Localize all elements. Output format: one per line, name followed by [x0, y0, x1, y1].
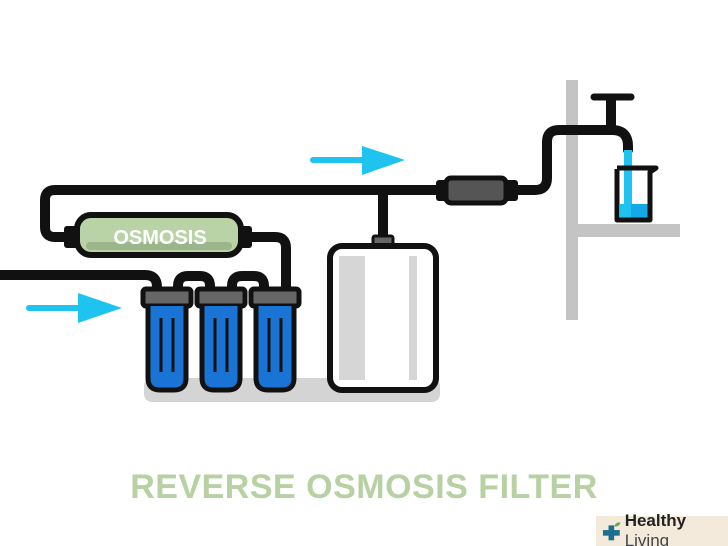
- glass: [614, 165, 659, 223]
- pipes: [0, 93, 635, 297]
- membrane-label: OSMOSIS: [113, 227, 206, 249]
- logo-brand-light: Living: [624, 531, 670, 546]
- wall: [566, 80, 578, 320]
- pre-filters: [140, 286, 302, 393]
- water-stream: [624, 150, 632, 220]
- shelf: [576, 224, 680, 237]
- logo-brand-bold: Healthy: [624, 511, 687, 530]
- filter-cartridge-1: [140, 286, 194, 393]
- filter-cartridge-3: [248, 286, 302, 393]
- flow-arrow-top: [310, 146, 405, 175]
- storage-tank: [327, 234, 439, 393]
- diagram-title: REVERSE OSMOSIS FILTER: [130, 468, 598, 506]
- osmosis-membrane: OSMOSIS: [64, 212, 252, 258]
- healthy-living-logo: Healthy Living: [596, 511, 728, 546]
- flow-arrow-bottom: [26, 293, 122, 323]
- plus-leaf-icon: [602, 522, 621, 541]
- filter-cartridge-2: [194, 286, 248, 393]
- inline-filter: [436, 175, 518, 206]
